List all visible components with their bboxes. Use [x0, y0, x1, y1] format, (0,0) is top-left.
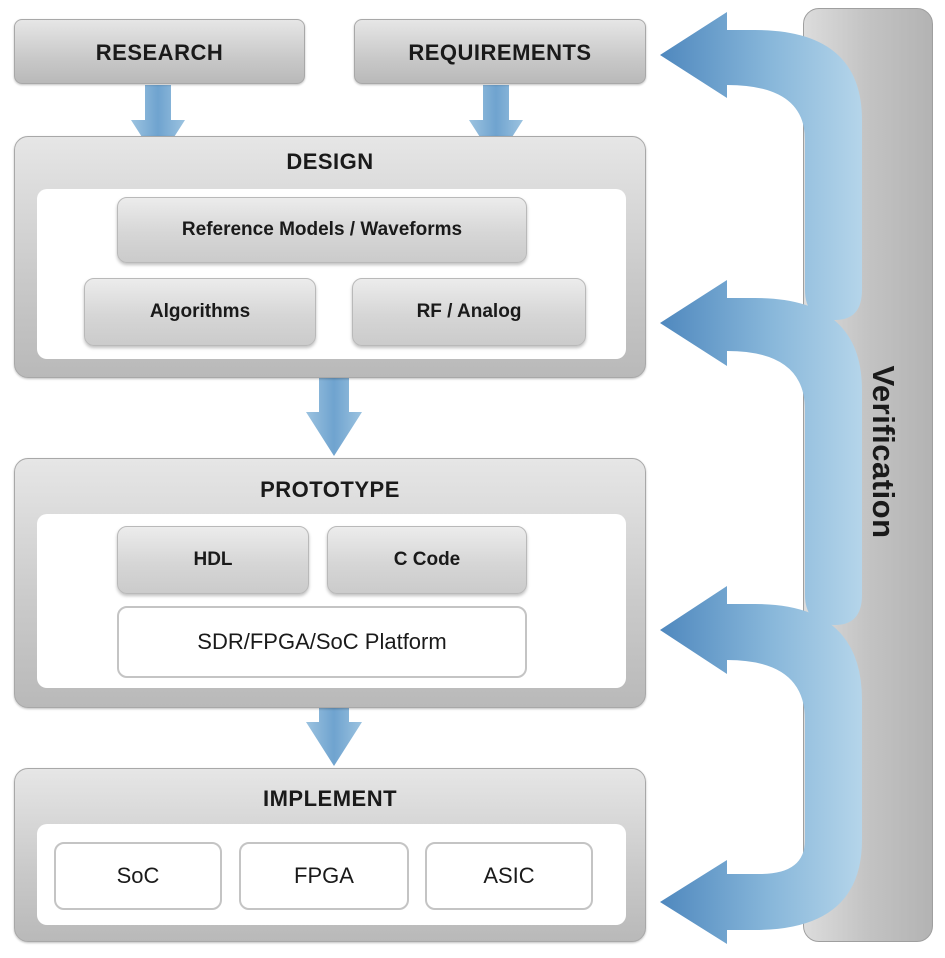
verification-loop-arrow-design [660, 280, 862, 625]
implement-panel: SoC FPGA ASIC [37, 824, 626, 925]
reference-models-waveforms: Reference Models / Waveforms [117, 197, 527, 263]
requirements-label: REQUIREMENTS [408, 40, 592, 65]
verification-loop-arrow-requirements [660, 12, 862, 320]
asic: ASIC [425, 842, 593, 910]
rf-analog: RF / Analog [352, 278, 586, 346]
sdr-fpga-soc-platform: SDR/FPGA/SoC Platform [117, 606, 527, 678]
requirements-to-design-arrow [469, 85, 523, 162]
design-to-prototype-arrow [306, 378, 362, 456]
implement-title: IMPLEMENT [262, 786, 398, 811]
prototype-panel: HDL C Code SDR/FPGA/SoC Platform [37, 514, 626, 688]
design-panel: Reference Models / Waveforms Algorithms … [37, 189, 626, 359]
hdl: HDL [117, 526, 309, 594]
research-box: RESEARCH [14, 19, 305, 84]
verification-loop-arrow-prototype [660, 586, 862, 944]
implement-box: IMPLEMENT SoC FPGA ASIC [14, 768, 646, 942]
design-title: DESIGN [286, 149, 374, 174]
prototype-title: PROTOTYPE [260, 477, 400, 502]
research-to-design-arrow [131, 85, 185, 162]
c-code: C Code [327, 526, 527, 594]
prototype-box: PROTOTYPE HDL C Code SDR/FPGA/SoC Platfo… [14, 458, 646, 708]
fpga: FPGA [239, 842, 409, 910]
soc: SoC [54, 842, 222, 910]
design-box: DESIGN Reference Models / Waveforms Algo… [14, 136, 646, 378]
requirements-box: REQUIREMENTS [354, 19, 646, 84]
research-label: RESEARCH [95, 40, 224, 65]
verification-label: Verification [866, 365, 901, 539]
algorithms: Algorithms [84, 278, 316, 346]
